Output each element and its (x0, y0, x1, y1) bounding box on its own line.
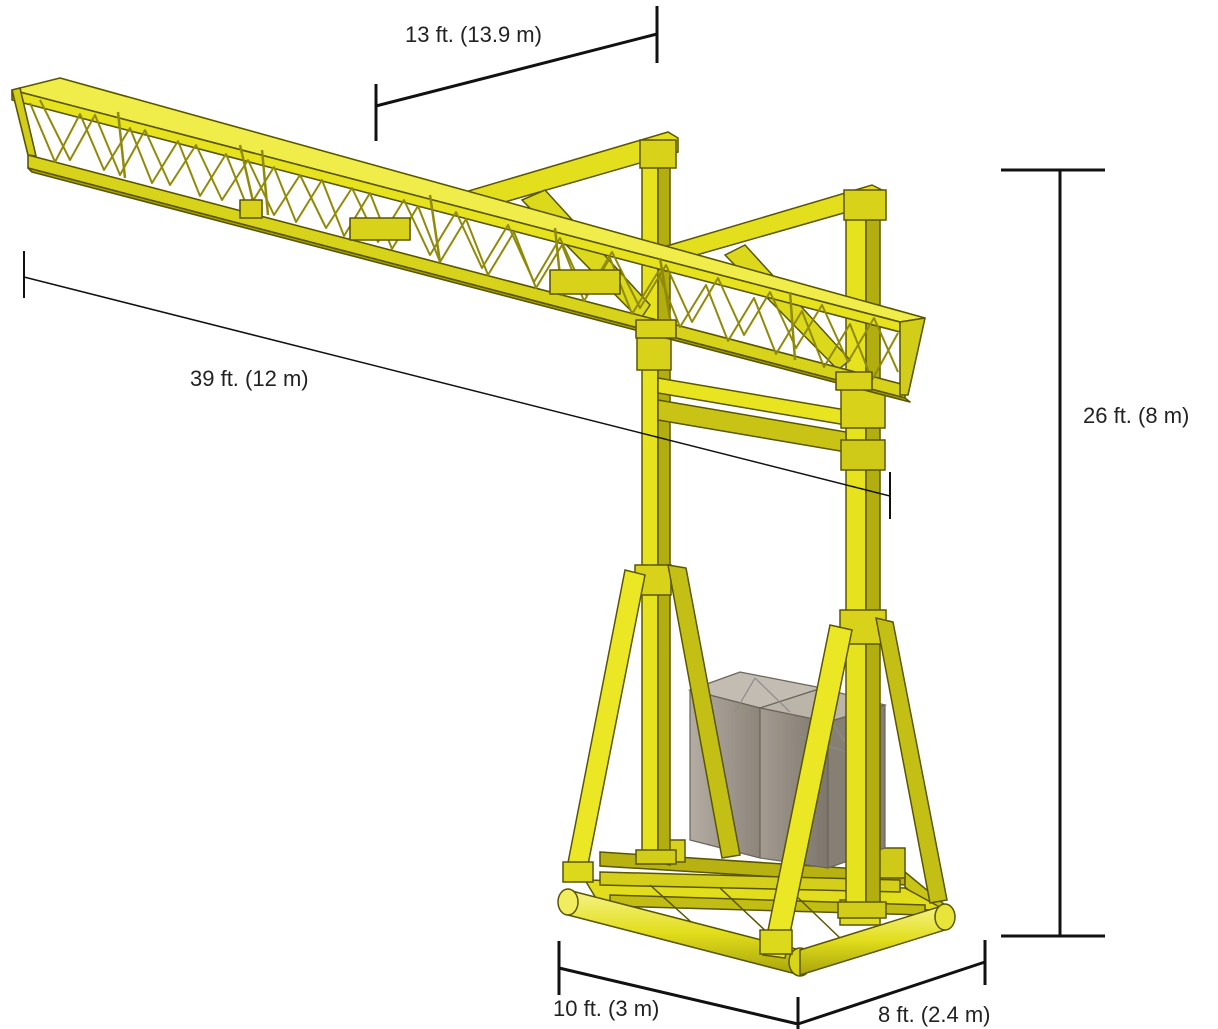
strut-left-back (667, 564, 741, 859)
label-boom-length: 39 ft. (12 m) (190, 366, 309, 391)
column-collar (639, 139, 677, 169)
boom-end-right (899, 317, 926, 396)
dim-base-width (557, 941, 799, 1026)
column-base (635, 849, 677, 865)
boom-splice (349, 217, 411, 241)
strut-right-front (762, 624, 853, 959)
boom-bottom-face (27, 167, 911, 403)
dim-boom-length (23, 251, 891, 519)
label-height: 26 ft. (8 m) (1083, 403, 1189, 428)
sling (734, 677, 756, 713)
column-base (837, 901, 887, 919)
strut-bracket (562, 861, 594, 883)
sling (754, 677, 791, 713)
boom-end-left (11, 87, 37, 157)
dim-height (1001, 168, 1105, 938)
label-base-depth: 8 ft. (2.4 m) (878, 1002, 990, 1027)
boom-splice (635, 319, 677, 339)
floor-bar (789, 889, 841, 939)
dimension-lines (23, 6, 1105, 1029)
boom-truss (11, 77, 926, 403)
floor-bar (719, 887, 771, 936)
boom-lattice (29, 99, 899, 381)
column-collar (843, 189, 887, 221)
label-base-width: 10 ft. (3 m) (553, 996, 659, 1021)
base-skid (557, 839, 956, 977)
strut-left-front (564, 569, 646, 881)
dim-boom-top (374, 6, 659, 141)
right-pipe (799, 903, 956, 977)
dim-base-depth (796, 940, 987, 1029)
boom-splice (549, 269, 621, 295)
strut-bracket (759, 929, 793, 955)
label-boom-top: 13 ft. (13.9 m) (405, 22, 542, 47)
strut-right-back (875, 617, 948, 904)
column-collar (840, 439, 886, 471)
boom-splice (835, 371, 873, 391)
boom-splice (239, 199, 263, 219)
